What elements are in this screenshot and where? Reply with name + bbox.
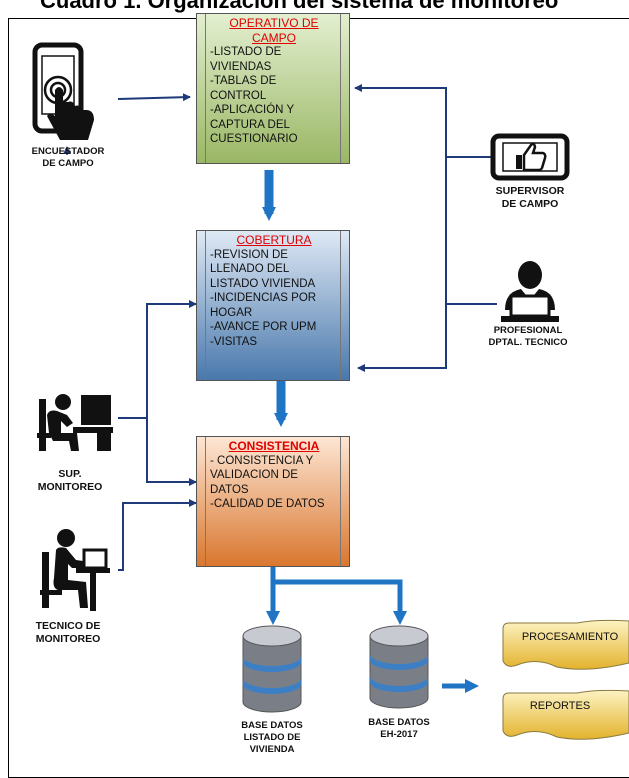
reportes-scroll-shape: [502, 689, 629, 740]
base-listado-label-line: LISTADO DE: [243, 732, 301, 743]
tecnico-label: TECNICO DE MONITOREO: [18, 620, 118, 646]
base-eh-label-line: EH-2017: [380, 729, 418, 740]
tecnico-label-line: TECNICO DE: [35, 620, 101, 632]
procesamiento-scroll-shape: [502, 619, 629, 670]
operativo-line: -TABLAS DE: [210, 75, 277, 87]
cobertura-line: LISTADO VIVIENDA: [210, 277, 316, 290]
professional-laptop-icon: [501, 261, 559, 322]
touch-phone-icon: [32, 42, 94, 140]
tecnico-label-line: MONITOREO: [35, 633, 101, 645]
connector-sup-monitoreo: [118, 300, 197, 419]
cobertura-line: HOGAR: [210, 306, 253, 319]
operativo-line: -APLICACIÓN Y: [210, 104, 295, 116]
base-listado-label-line: BASE DATOS: [241, 720, 303, 731]
connector-sup-monitoreo-consistencia: [146, 418, 197, 486]
base-listado-label-line: VIVIENDA: [249, 744, 295, 755]
consistencia-line: DATOS: [210, 483, 249, 496]
connector-supervisor: [354, 84, 494, 158]
desk-computer-icon: [37, 394, 113, 451]
cobertura-line: -INCIDENCIAS POR: [210, 292, 317, 304]
procesamiento-output: PROCESAMIENTO: [521, 631, 619, 643]
supervisor-label: SUPERVISOR DE CAMPO: [482, 185, 578, 211]
laptop-worker-icon: [40, 529, 110, 611]
base-eh-label: BASE DATOS EH-2017: [349, 717, 449, 741]
sup-monitoreo-label: SUP. MONITOREO: [20, 468, 120, 494]
connector-encuestador: [117, 93, 191, 102]
operativo-line: -LISTADO DE: [210, 46, 282, 58]
cobertura-line: -REVISION DE: [210, 248, 288, 261]
cobertura-line: -AVANCE POR UPM: [210, 321, 317, 333]
operativo-line: CAPTURA DEL: [210, 118, 290, 131]
operativo-line: CONTROL: [210, 89, 267, 102]
operativo-line: VIVIENDAS: [210, 60, 272, 73]
sup-monitoreo-label-line: MONITOREO: [37, 481, 103, 493]
consistencia-box: CONSISTENCIA - CONSISTENCIA Y VALIDACION…: [196, 436, 350, 567]
consistencia-heading: CONSISTENCIA: [228, 439, 320, 453]
profesional-label-line: PROFESIONAL: [493, 325, 563, 336]
tablet-thumbs-up-icon: [490, 133, 570, 181]
connector-profesional-cobertura: [357, 157, 447, 372]
cobertura-heading: COBERTURA: [236, 233, 312, 247]
encuestador-label: ENCUESTADOR DE CAMPO: [22, 146, 114, 170]
operativo-heading-1: OPERATIVO DE: [229, 16, 319, 30]
operativo-heading-2: CAMPO: [251, 30, 296, 45]
flow-arrow-consistencia-bases: [270, 567, 407, 625]
encuestador-label-line: DE CAMPO: [42, 158, 94, 169]
consistencia-line: -CALIDAD DE DATOS: [210, 498, 325, 510]
sup-monitoreo-label-line: SUP.: [58, 468, 82, 480]
connector-tecnico: [118, 499, 197, 571]
cobertura-line: -VISITAS: [210, 335, 258, 348]
diagram-title: Cuadro 1. Organización del sistema de mo…: [40, 0, 559, 13]
operativo-de-campo-box: OPERATIVO DE CAMPO -LISTADO DE VIVIENDAS…: [196, 13, 350, 164]
consistencia-line: - CONSISTENCIA Y: [210, 454, 314, 467]
database-icon: [369, 625, 429, 709]
encuestador-label-line: ENCUESTADOR: [31, 146, 105, 157]
base-listado-label: BASE DATOS LISTADO DE VIVIENDA: [222, 720, 322, 756]
cobertura-box: COBERTURA -REVISION DE LLENADO DEL LISTA…: [196, 230, 350, 381]
profesional-label-line: DPTAL. TECNICO: [488, 337, 568, 348]
cobertura-line: LLENADO DEL: [210, 263, 290, 275]
connector-layer: [63, 84, 497, 693]
profesional-label: PROFESIONAL DPTAL. TECNICO: [478, 325, 578, 349]
operativo-line: CUESTIONARIO: [210, 133, 298, 145]
consistencia-line: VALIDACION DE: [210, 469, 298, 481]
base-eh-label-line: BASE DATOS: [368, 717, 430, 728]
supervisor-label-line: SUPERVISOR: [495, 185, 565, 197]
reportes-output: REPORTES: [529, 700, 591, 712]
supervisor-label-line: DE CAMPO: [501, 198, 559, 210]
database-icon: [242, 625, 302, 713]
